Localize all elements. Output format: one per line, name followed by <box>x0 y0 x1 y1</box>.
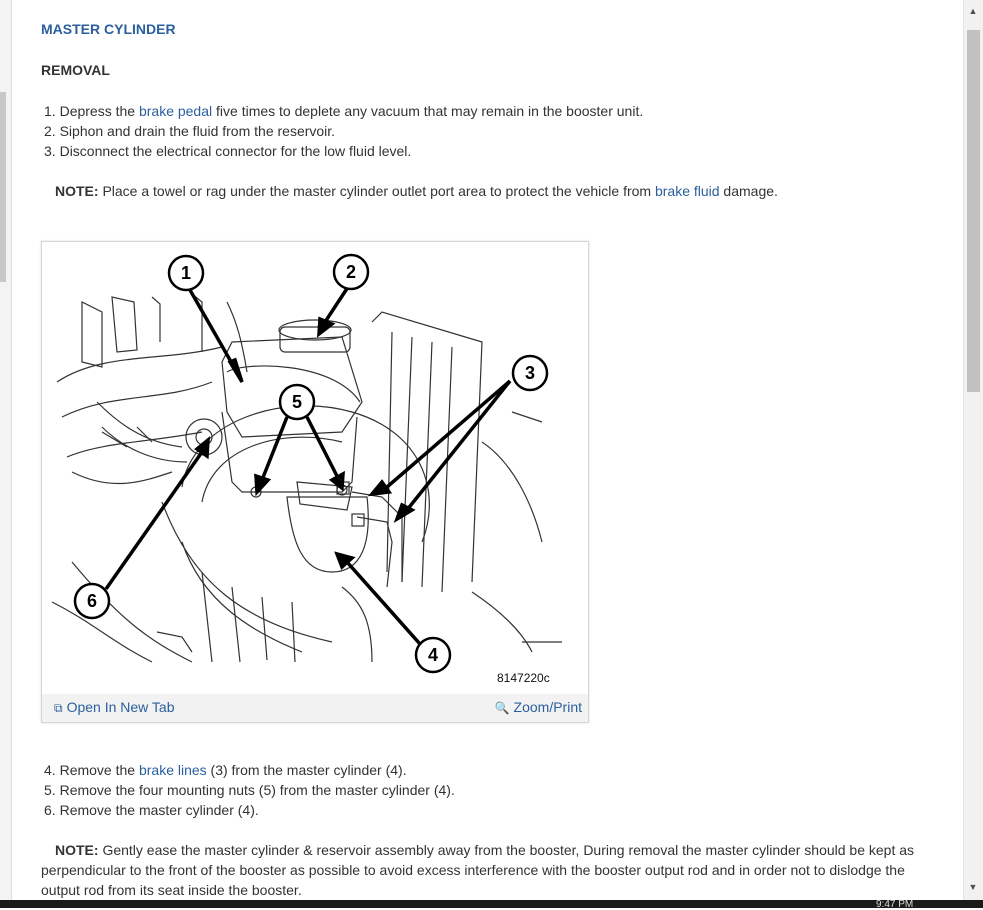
callout-label-5: 5 <box>292 392 302 412</box>
callout-label-1: 1 <box>181 263 191 283</box>
step-5: 5. Remove the four mounting nuts (5) fro… <box>44 782 455 798</box>
step-4: 4. Remove the brake lines (3) from the m… <box>44 762 407 778</box>
scroll-down-icon[interactable]: ▼ <box>968 882 978 892</box>
callout-label-2: 2 <box>346 262 356 282</box>
brake-pedal-link[interactable]: brake pedal <box>138 103 213 119</box>
callout-5 <box>278 383 316 421</box>
brake-lines-link[interactable]: brake lines <box>138 762 207 778</box>
step-6: 6. Remove the master cylinder (4). <box>44 802 259 818</box>
callout-6 <box>73 582 111 620</box>
callout-4 <box>414 636 452 674</box>
note-gently-ease: NOTE: Gently ease the master cylinder & … <box>41 842 915 898</box>
magnifier-plus-icon: 🔍 <box>494 701 510 715</box>
callout-1 <box>167 254 205 292</box>
section-heading: REMOVAL <box>41 62 110 78</box>
callout-label-3: 3 <box>525 363 535 383</box>
step-1: 1. Depress the brake pedal five times to… <box>44 103 644 119</box>
figure-toolbar: ⧉Open In New Tab 🔍Zoom/Print <box>42 694 588 722</box>
scroll-up-icon[interactable]: ▲ <box>968 6 978 16</box>
page-title: MASTER CYLINDER <box>41 21 176 37</box>
external-tab-icon: ⧉ <box>54 701 63 715</box>
note-towel: NOTE: Place a towel or rag under the mas… <box>55 183 778 199</box>
right-scrollbar-thumb[interactable] <box>967 30 980 392</box>
step-2: 2. Siphon and drain the fluid from the r… <box>44 123 336 139</box>
callout-label-6: 6 <box>87 591 97 611</box>
left-scrollbar-thumb[interactable] <box>0 92 6 282</box>
callout-label-4: 4 <box>428 645 438 665</box>
taskbar <box>0 900 983 908</box>
step-3: 3. Disconnect the electrical connector f… <box>44 143 412 159</box>
diagram-figure: 1 2 3 4 5 6 8147220c ⧉Open In New Tab 🔍Z… <box>41 241 589 723</box>
callout-3 <box>511 354 549 392</box>
master-cylinder-diagram: 1 2 3 4 5 6 <box>51 253 562 674</box>
callout-2 <box>332 253 370 291</box>
open-in-new-tab-link[interactable]: ⧉Open In New Tab <box>54 699 175 715</box>
figure-id: 8147220c <box>497 671 550 685</box>
taskbar-clock: 9:47 PM <box>876 899 914 910</box>
brake-fluid-link[interactable]: brake fluid <box>654 183 720 199</box>
zoom-print-link[interactable]: 🔍Zoom/Print <box>494 699 582 715</box>
